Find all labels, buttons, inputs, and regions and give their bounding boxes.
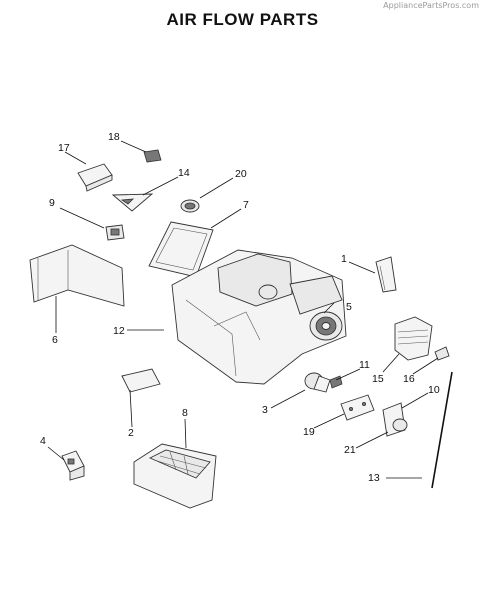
part-18-pad[interactable]: [143, 149, 162, 163]
part-9-switch[interactable]: [105, 224, 125, 241]
part-1-bracket[interactable]: [375, 256, 397, 293]
part-20-grille[interactable]: [180, 199, 200, 213]
callout-2: 2: [128, 427, 134, 439]
callout-14: 14: [178, 167, 190, 179]
part-12-blower-housing[interactable]: [171, 249, 347, 385]
callout-18: 18: [108, 131, 120, 143]
callout-17: 17: [58, 142, 70, 154]
callout-1: 1: [341, 253, 347, 265]
callout-12: 12: [113, 325, 125, 337]
leader-lines: [47, 140, 439, 479]
part-8-vent-grille[interactable]: [133, 443, 217, 509]
callout-20: 20: [235, 168, 247, 180]
part-17-cover[interactable]: [77, 163, 113, 192]
part-3-motor[interactable]: [304, 372, 331, 393]
part-2-plate[interactable]: [121, 368, 161, 393]
part-13-rod[interactable]: [431, 371, 453, 489]
callout-5: 5: [346, 301, 352, 313]
part-6-duct-panel[interactable]: [29, 244, 125, 307]
callout-6: 6: [52, 334, 58, 346]
callout-13: 13: [368, 472, 380, 484]
callout-19: 19: [303, 426, 315, 438]
part-21-knob[interactable]: [392, 418, 408, 432]
callout-15: 15: [372, 373, 384, 385]
callout-7: 7: [243, 199, 249, 211]
part-14-plate[interactable]: [111, 193, 154, 212]
callout-10: 10: [428, 384, 440, 396]
watermark: AppliancePartsPros.com: [383, 1, 479, 10]
callout-4: 4: [40, 435, 46, 447]
part-4-block[interactable]: [61, 450, 85, 481]
callout-8: 8: [182, 407, 188, 419]
part-15-transformer[interactable]: [394, 316, 433, 361]
callout-16: 16: [403, 373, 415, 385]
callout-21: 21: [344, 444, 356, 456]
callout-labels: 17 18 14 20 9 7 1 5 12 6 11 15 16 3 10 1…: [40, 131, 440, 484]
callout-11: 11: [359, 359, 370, 371]
part-16-sensor[interactable]: [434, 346, 450, 361]
callout-3: 3: [262, 404, 268, 416]
page-title: AIR FLOW PARTS: [166, 10, 319, 29]
callout-9: 9: [49, 197, 55, 209]
part-19-mount-plate[interactable]: [340, 394, 375, 421]
part-5-blower-wheel[interactable]: [309, 311, 343, 341]
